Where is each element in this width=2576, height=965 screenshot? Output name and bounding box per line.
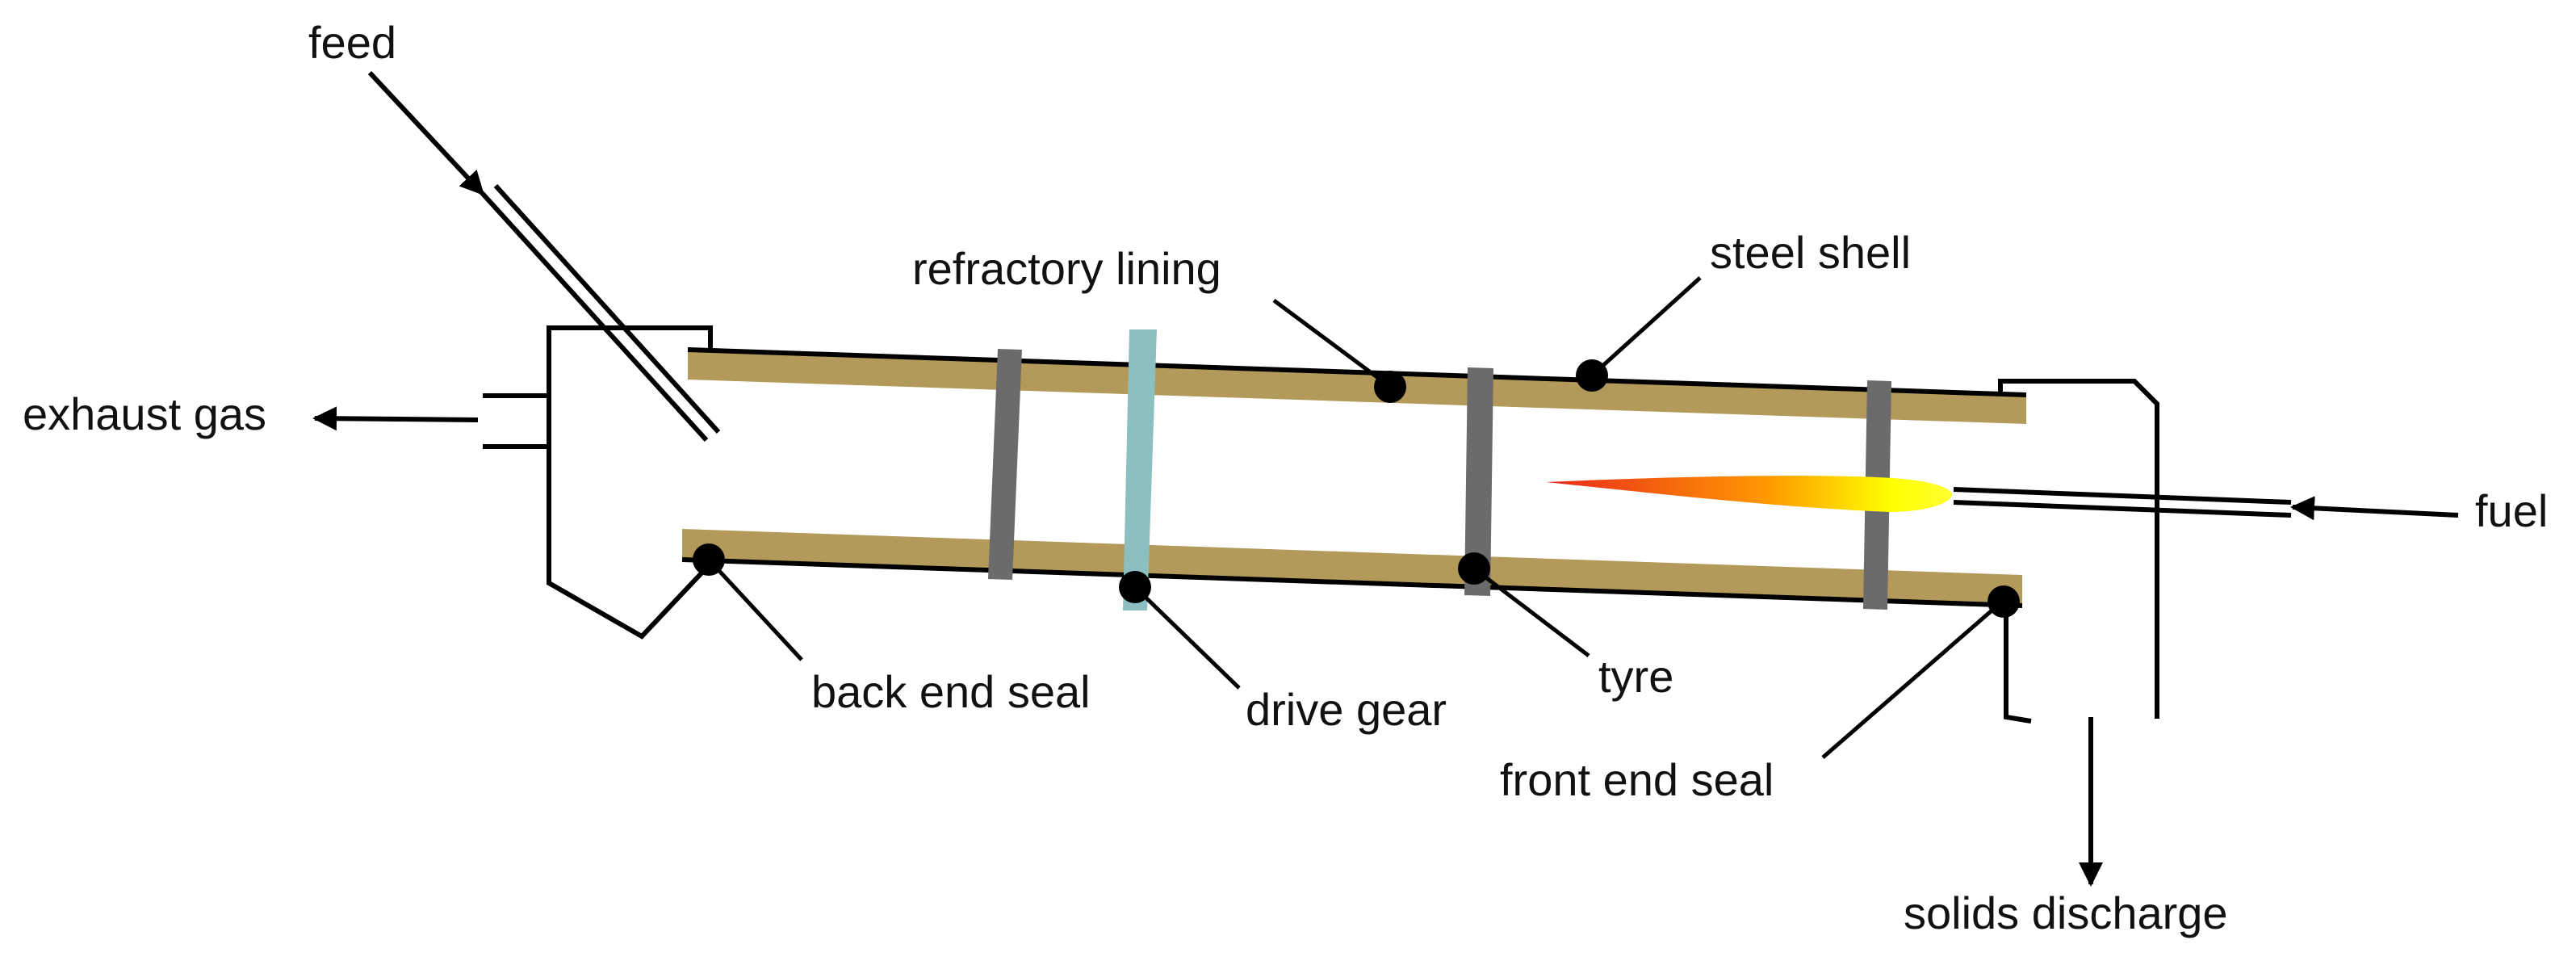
fuel-arrow-icon [2290,496,2459,521]
drive-gear-dot-icon [1119,571,1151,603]
upper-refractory-band [688,349,2026,424]
tyre-1 [988,349,1022,580]
label-solids-discharge: solids discharge [1904,887,2228,938]
leader-lines [707,276,2004,759]
fuel-pipe [1953,487,2292,518]
upper-steel-shell [687,347,2027,397]
tyre-2 [1464,367,1493,596]
kiln-tube [681,347,2027,608]
label-drive-gear: drive gear [1246,684,1447,735]
back-end-seal-dot-icon [693,543,725,576]
front-end-seal-dot-icon [1987,585,2020,618]
leader-dots [693,359,2020,618]
lower-refractory-band [682,529,2022,606]
feed-pipe [480,183,721,443]
tyre-dot-icon [1458,552,1490,585]
label-fuel: fuel [2475,485,2548,536]
label-steel-shell: steel shell [1710,227,1911,278]
feed-end-hood [483,325,713,640]
label-refractory-lining: refractory lining [912,243,1221,294]
flame-icon [1546,476,1953,512]
label-feed: feed [308,17,396,68]
label-exhaust-gas: exhaust gas [23,388,266,439]
labels: feed exhaust gas refractory lining steel… [23,17,2548,938]
discharge-hood [1998,379,2159,724]
flow-arrows [312,70,2459,887]
lower-steel-shell [681,557,2023,608]
exhaust-arrow-icon [312,406,479,431]
steel-shell-dot-icon [1576,359,1608,392]
refractory-lining-dot-icon [1374,371,1406,403]
feed-arrow-icon [367,70,485,196]
label-tyre: tyre [1598,651,1673,702]
label-front-end-seal: front end seal [1500,754,1774,805]
label-back-end-seal: back end seal [811,666,1091,717]
tyres [988,349,1891,610]
drive-gear-ring [1123,329,1157,610]
